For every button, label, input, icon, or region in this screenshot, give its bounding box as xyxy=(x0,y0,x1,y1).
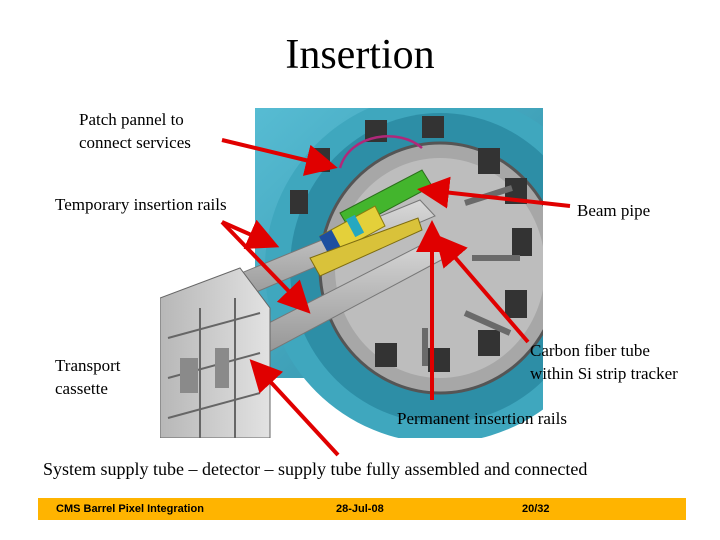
slide-caption: System supply tube – detector – supply t… xyxy=(43,459,588,479)
label-transport-cassette: Transport cassette xyxy=(55,356,121,398)
detector-cad-image xyxy=(160,108,543,438)
label-temporary-rails: Temporary insertion rails xyxy=(55,195,227,214)
footer-bar: CMS Barrel Pixel Integration 28-Jul-08 2… xyxy=(38,498,686,520)
label-patch-panel: Patch pannel to connect services xyxy=(79,110,191,152)
label-permanent-rails: Permanent insertion rails xyxy=(397,409,567,428)
slide-title: Insertion xyxy=(285,32,435,78)
label-carbon-fiber-tube: Carbon fiber tube within Si strip tracke… xyxy=(530,341,678,383)
footer-page-number: 20/32 xyxy=(522,503,550,515)
label-beam-pipe: Beam pipe xyxy=(577,201,651,220)
footer-date: 28-Jul-08 xyxy=(336,503,384,515)
footer-presentation-title: CMS Barrel Pixel Integration xyxy=(56,503,204,515)
